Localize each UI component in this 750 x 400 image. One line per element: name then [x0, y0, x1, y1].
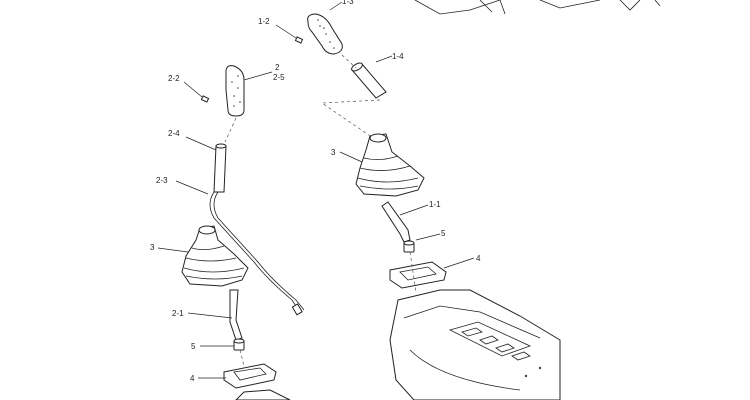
label-2-5: 2-5 [273, 73, 285, 82]
label-1-4: 1-4 [392, 52, 404, 61]
label-2-1: 2-1 [172, 309, 184, 318]
label-3-right: 3 [331, 148, 336, 157]
grip-1-3 [307, 1, 343, 55]
label-3-left: 3 [150, 243, 155, 252]
guide-line-left-lower [239, 349, 245, 367]
set-screw-1-2 [275, 24, 304, 44]
grip-2-5 [225, 65, 273, 117]
label-1-2: 1-2 [258, 17, 270, 26]
guide-line-left-upper [224, 117, 237, 143]
set-screw-2-2 [183, 81, 210, 103]
label-2-4: 2-4 [168, 129, 180, 138]
guide-line-right-lower [409, 251, 417, 293]
label-5-right: 5 [441, 229, 446, 238]
label-2-3: 2-3 [156, 176, 168, 185]
bushing-5-right [403, 233, 441, 253]
sleeve-2-4 [185, 136, 227, 193]
console-right [389, 289, 561, 400]
label-4-left: 4 [190, 374, 195, 383]
label-4-right: 4 [476, 254, 481, 263]
label-5-left: 5 [191, 342, 196, 351]
label-1-3: 1-3 [342, 0, 354, 6]
lever-1-1 [381, 201, 429, 243]
cab-frame-partial [414, 0, 661, 15]
boot-3-left [157, 225, 249, 287]
lever-2-1 [187, 289, 243, 341]
cable-2-3 [175, 180, 305, 316]
plate-4-right [389, 257, 475, 289]
label-1-1: 1-1 [429, 200, 441, 209]
sleeve-1-4 [341, 54, 393, 99]
label-2: 2 [275, 63, 280, 72]
console-left-partial [235, 389, 291, 400]
assembly-guide-line [320, 99, 381, 141]
bushing-5-left [200, 338, 245, 351]
boot-3-right [339, 133, 425, 197]
plate-4-left [198, 363, 277, 389]
label-2-2: 2-2 [168, 74, 180, 83]
